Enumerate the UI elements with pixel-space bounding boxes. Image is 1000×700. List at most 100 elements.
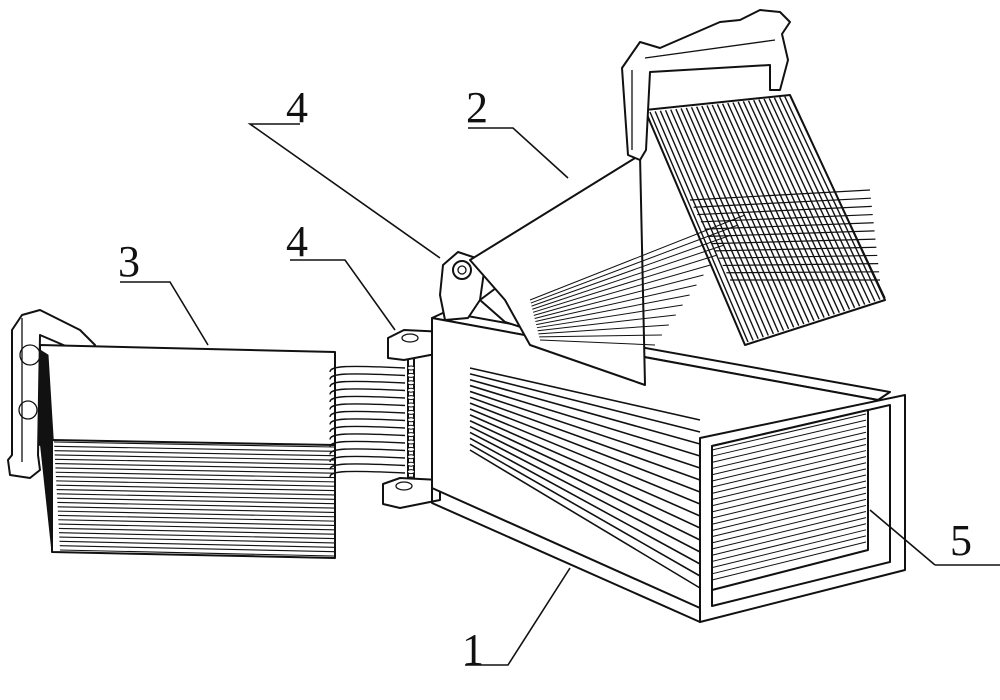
hatch-line	[726, 271, 880, 274]
hatch-line	[53, 441, 335, 448]
hatch-line	[689, 189, 871, 201]
hatch-line	[711, 529, 867, 569]
hatch-line	[711, 492, 867, 531]
hatch-line	[59, 540, 335, 548]
comb-blade	[329, 380, 406, 388]
hatch-line	[715, 246, 877, 252]
hatch-line	[538, 324, 669, 335]
hatch-line	[711, 541, 867, 581]
label-3: 3	[118, 237, 140, 286]
hatch-line	[56, 488, 335, 496]
pin-dot	[407, 365, 415, 371]
hatch-line	[58, 519, 335, 527]
comb-blade	[329, 425, 406, 433]
hatch-line	[711, 425, 867, 463]
hatch-line	[700, 213, 873, 223]
comb-blades	[329, 365, 406, 478]
label-5: 5	[950, 516, 972, 565]
hatch-line	[711, 517, 867, 556]
hatch-line	[469, 378, 701, 445]
hatch-line	[54, 445, 335, 452]
hatch-line	[693, 197, 871, 208]
hatch-line	[532, 244, 725, 310]
part-2-upper-lid	[439, 9, 886, 386]
hatch-line	[469, 390, 701, 469]
leader-lines	[120, 123, 1000, 666]
hatch-line	[722, 263, 879, 267]
hatch-line	[711, 523, 867, 562]
hatch-line	[704, 222, 874, 230]
pin-dot	[407, 454, 415, 460]
hatch-line	[469, 414, 701, 517]
hatch-line	[469, 408, 701, 505]
hatch-line	[664, 109, 764, 338]
hatch-line	[469, 402, 701, 493]
hatch-line	[537, 314, 676, 332]
hatch-line	[711, 238, 876, 245]
part-1-base-tray	[431, 311, 906, 623]
comb-blade	[329, 440, 406, 448]
hatch-line	[784, 96, 881, 300]
hatch-line	[536, 304, 683, 329]
hatch-line	[659, 110, 759, 340]
leader-5	[869, 509, 936, 566]
hatch-line	[469, 425, 701, 541]
hatch-line	[469, 443, 701, 577]
hatch-line	[532, 254, 718, 313]
pin-dot	[407, 461, 415, 467]
hatch-line	[778, 96, 876, 302]
hatch-line	[59, 532, 335, 540]
comb-blade	[329, 395, 406, 403]
pin-dot	[407, 372, 415, 378]
hatch-line	[711, 104, 810, 323]
hatch-line	[55, 463, 335, 470]
label-4-upper: 4	[286, 83, 308, 132]
hatch-line	[56, 480, 335, 487]
hatch-line	[57, 501, 335, 509]
hatch-line	[54, 450, 335, 457]
hatch-line	[711, 486, 867, 525]
hatch-line	[711, 443, 867, 482]
comb-blade	[329, 403, 406, 410]
hatch-line	[758, 99, 856, 309]
leader-3	[120, 281, 209, 346]
hatch-line	[469, 437, 701, 565]
hatch-line	[719, 254, 878, 259]
pin-dot	[407, 402, 415, 408]
label-2: 2	[466, 83, 488, 132]
hatch-line	[697, 205, 872, 216]
comb-blade	[329, 373, 406, 380]
hatch-line	[701, 105, 800, 326]
hatch-line	[536, 294, 690, 326]
hatch-line	[469, 373, 701, 433]
hatch-line	[533, 264, 711, 316]
hatch-line	[55, 471, 335, 479]
hatch-line	[716, 104, 815, 322]
hatch-line	[696, 106, 795, 328]
hatch-line	[539, 334, 662, 338]
hatch-line	[58, 514, 335, 522]
hatch-line	[531, 234, 732, 307]
hatch-line	[670, 109, 769, 336]
pin-dot	[407, 469, 415, 475]
pin-dot	[407, 387, 415, 393]
hatch-line	[469, 396, 701, 481]
hatch-line	[711, 474, 867, 513]
hatch-line	[747, 100, 846, 312]
hatch-line	[469, 449, 701, 589]
hatch-line	[469, 431, 701, 553]
hatch-line	[711, 462, 867, 501]
hatch-line	[711, 480, 867, 519]
hatch-line	[711, 504, 867, 544]
hatch-line	[654, 111, 754, 341]
comb-blade	[329, 455, 406, 463]
hatch-line	[56, 484, 335, 492]
hatch-line	[54, 458, 335, 465]
comb-blade	[329, 388, 406, 395]
comb-blade	[329, 433, 406, 440]
hatch-line	[59, 545, 335, 553]
hatch-line	[753, 99, 851, 310]
hatch-line	[711, 431, 867, 470]
pin-dot	[407, 380, 415, 386]
